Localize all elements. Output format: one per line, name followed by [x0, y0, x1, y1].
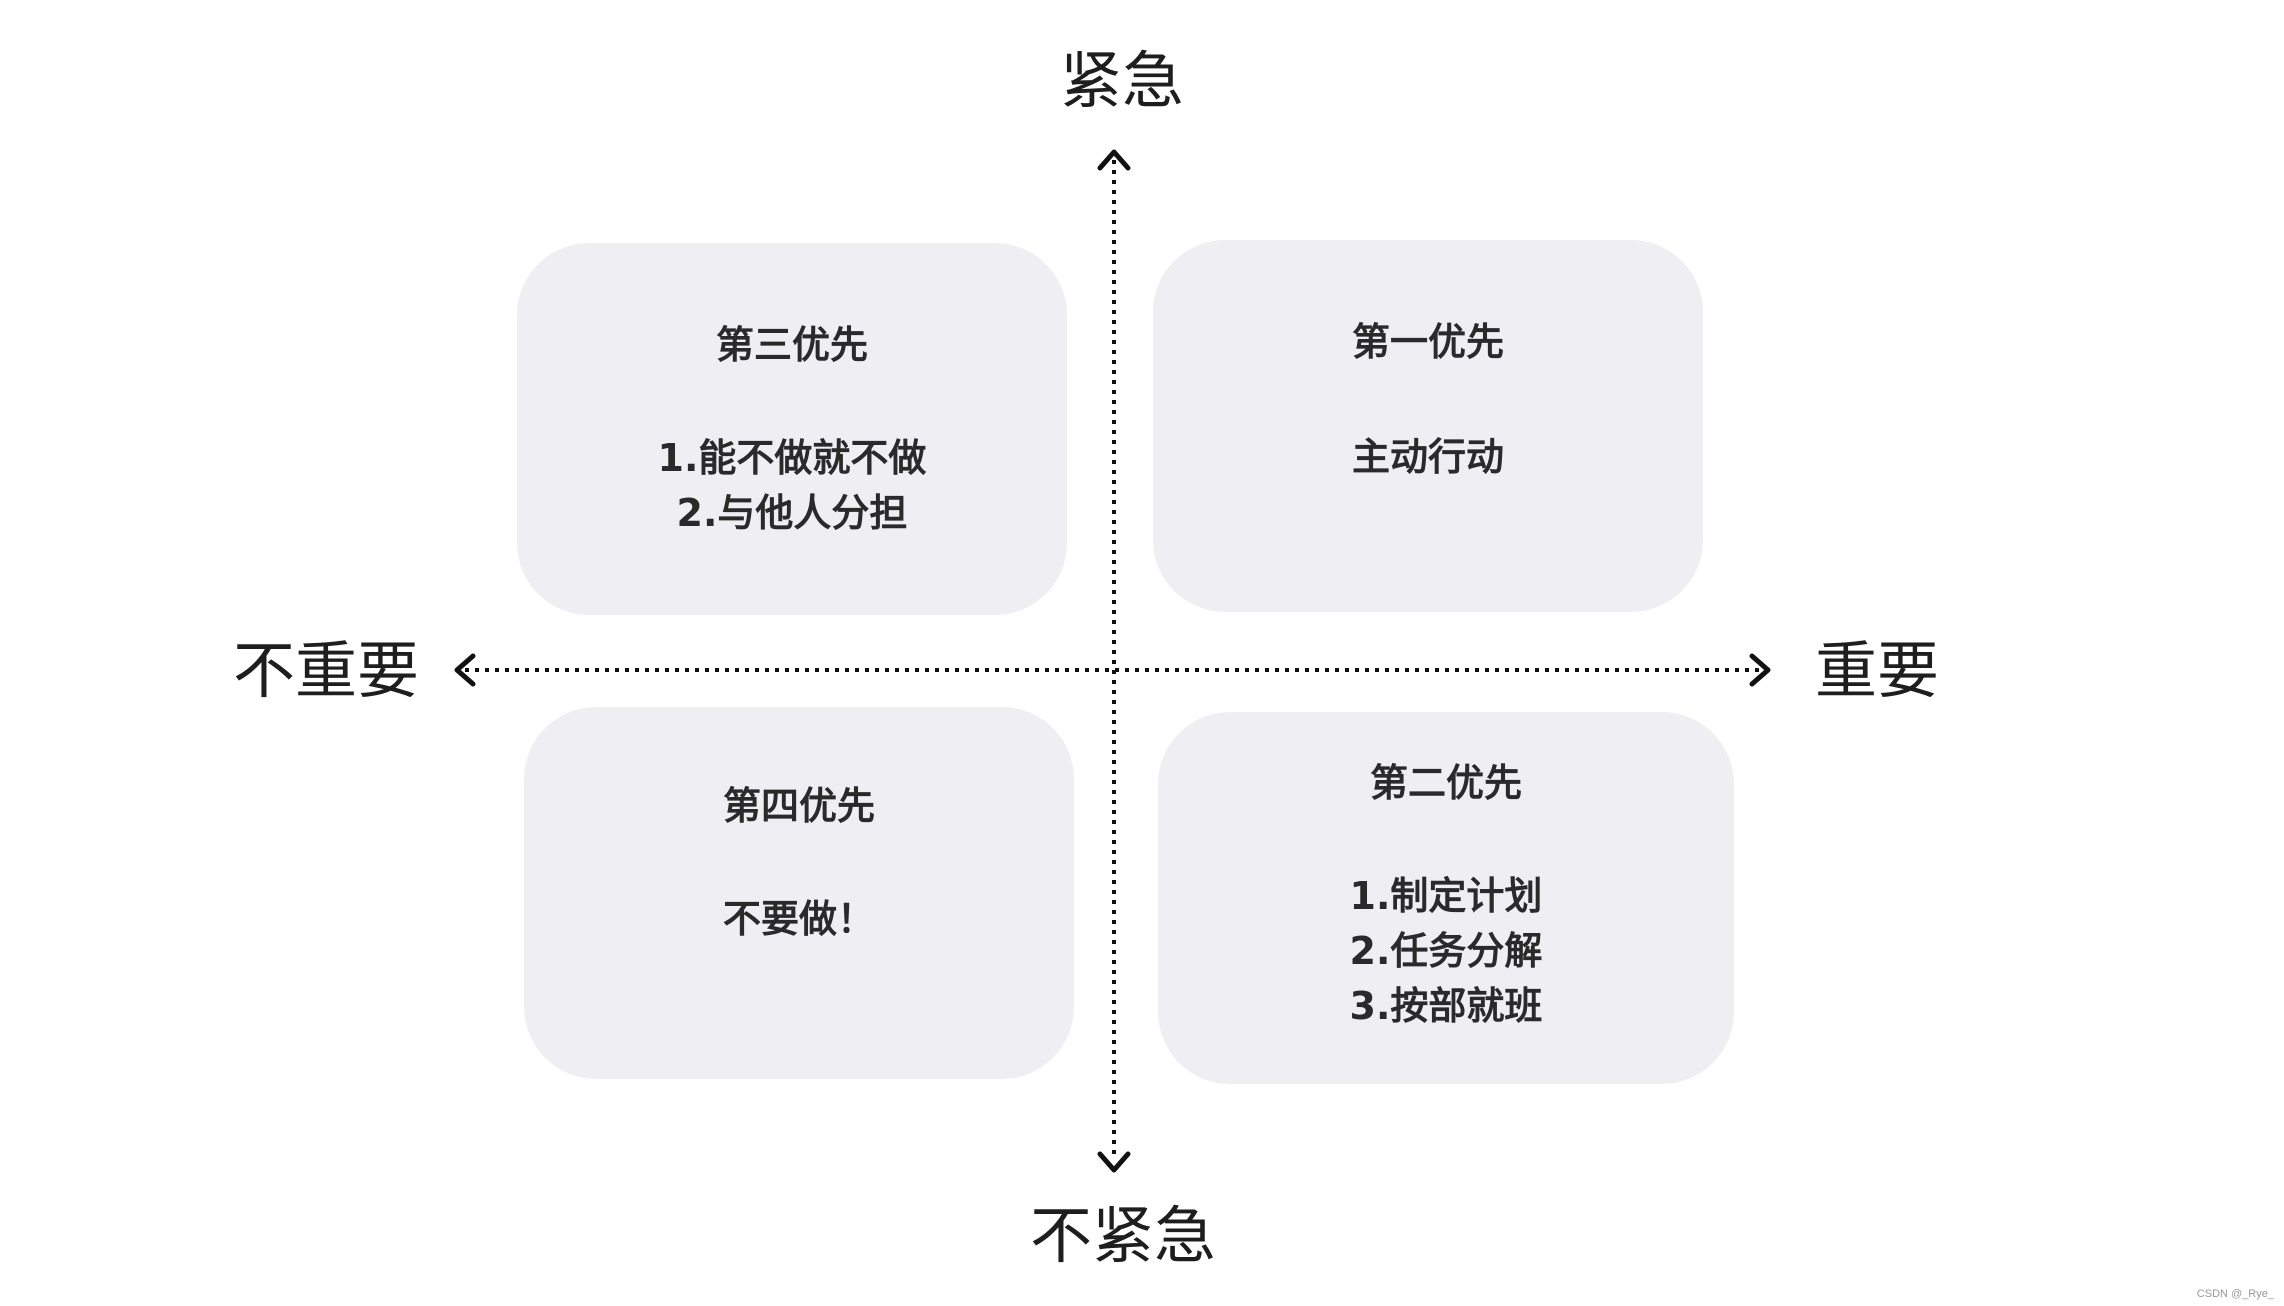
axis-label-important: 重要	[1815, 634, 1940, 707]
watermark: CSDN @_Rye_	[2196, 1288, 2274, 1300]
quadrant-body: 不要做！	[524, 892, 1074, 947]
quadrant-line: 不要做！	[722, 897, 875, 941]
arrow-left-icon	[454, 653, 476, 687]
quadrant-line: 2.任务分解	[1349, 929, 1543, 973]
axis-label-not-urgent: 不紧急	[1030, 1199, 1217, 1272]
quadrant-title: 第四优先	[722, 784, 875, 828]
quadrant-third-priority: 第三优先 1.能不做就不做 2.与他人分担	[517, 243, 1067, 615]
quadrant-second-priority: 第二优先 1.制定计划 2.任务分解 3.按部就班	[1158, 712, 1734, 1084]
quadrant-line: 主动行动	[1351, 435, 1504, 479]
quadrant-first-priority: 第一优先 主动行动	[1153, 240, 1703, 612]
quadrant-title: 第二优先	[1369, 761, 1522, 805]
quadrant-title: 第三优先	[715, 323, 868, 367]
quadrant-body: 1.制定计划 2.任务分解 3.按部就班	[1158, 869, 1734, 1034]
quadrant-fourth-priority: 第四优先 不要做！	[524, 707, 1074, 1079]
quadrant-body: 1.能不做就不做 2.与他人分担	[517, 431, 1067, 541]
quadrant-line: 2.与他人分担	[676, 491, 908, 535]
axis-label-urgent: 紧急	[1060, 44, 1185, 117]
quadrant-body: 主动行动	[1153, 430, 1703, 485]
quadrant-line: 1.制定计划	[1349, 874, 1543, 918]
quadrant-line: 1.能不做就不做	[657, 436, 927, 480]
arrow-right-icon	[1749, 653, 1771, 687]
axis-label-not-important: 不重要	[233, 634, 420, 707]
arrow-down-icon	[1097, 1151, 1131, 1173]
arrow-up-icon	[1097, 149, 1131, 171]
quadrant-line: 3.按部就班	[1349, 984, 1543, 1028]
quadrant-title: 第一优先	[1351, 320, 1504, 364]
